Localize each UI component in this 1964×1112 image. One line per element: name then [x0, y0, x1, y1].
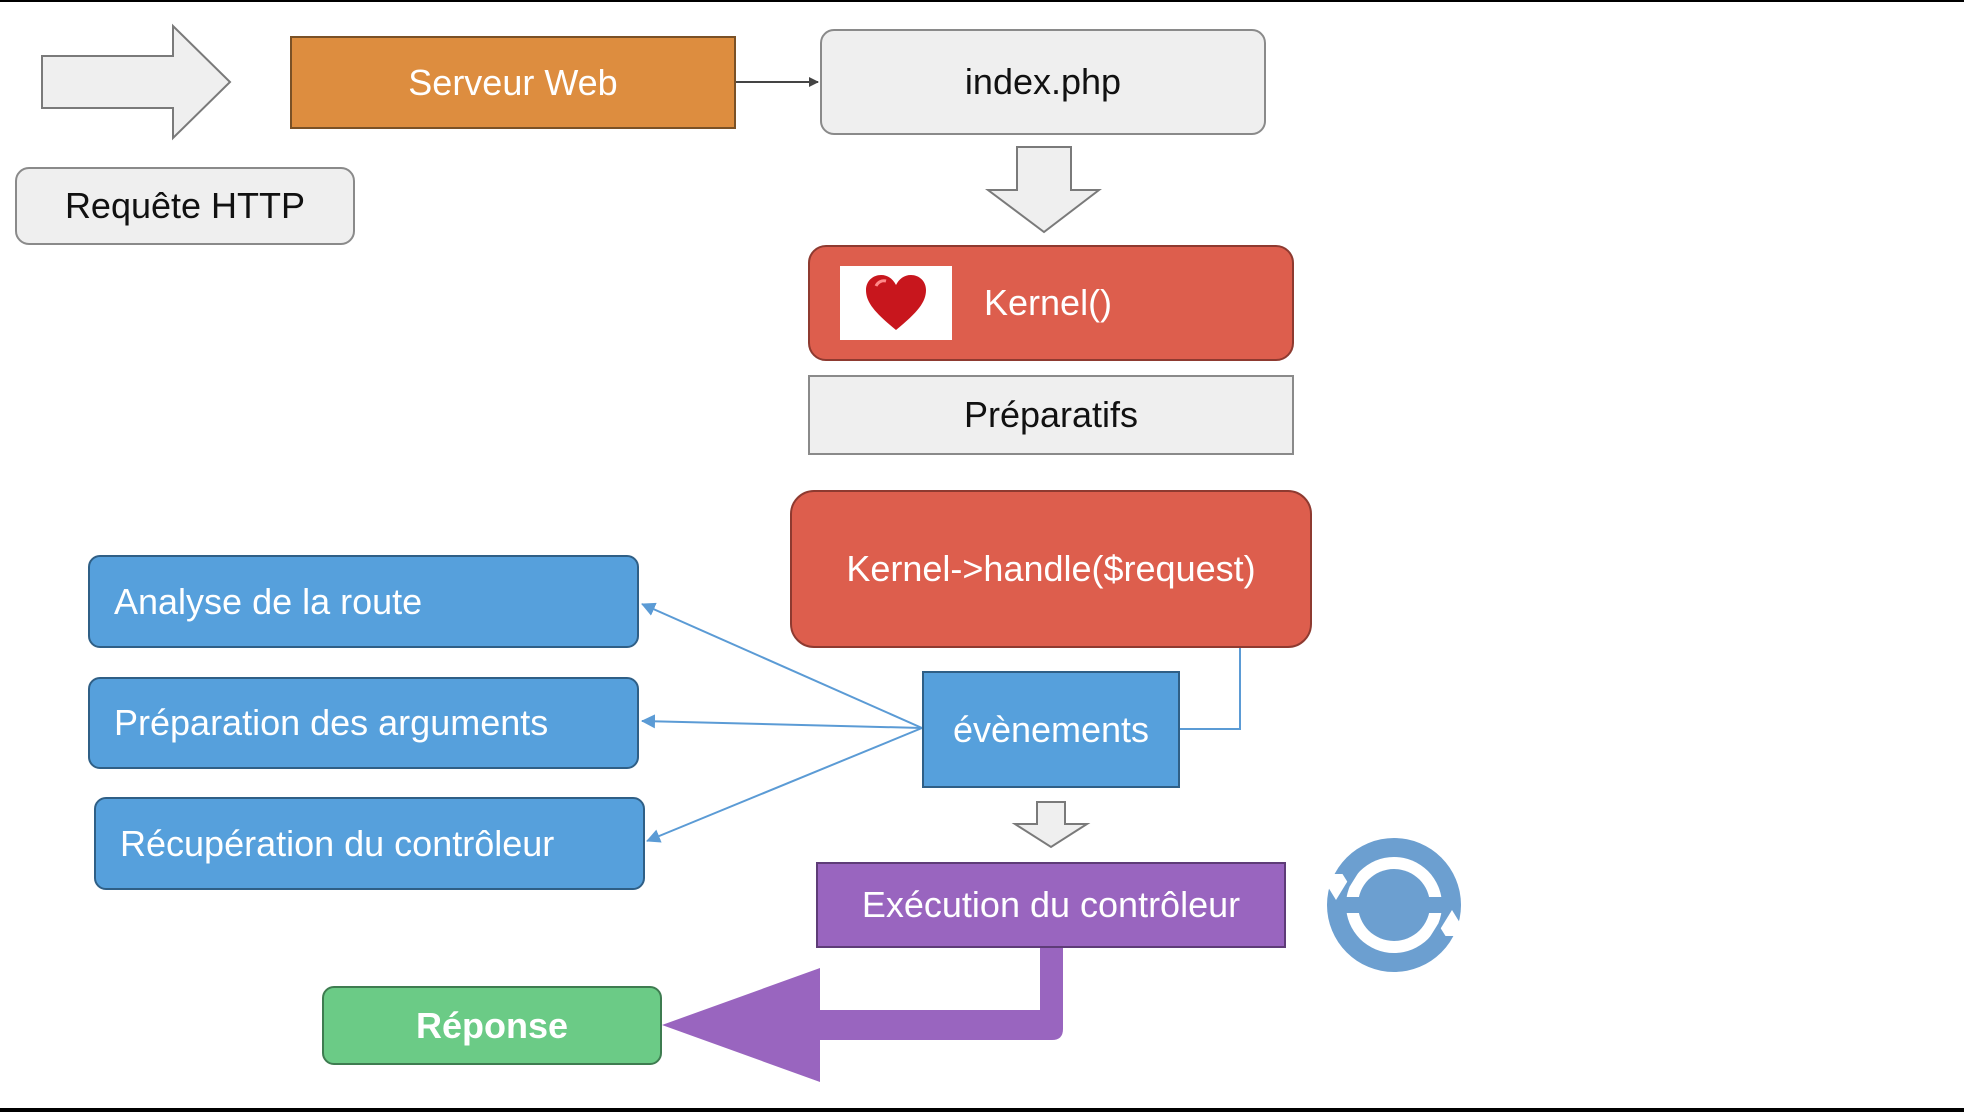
events-to-arguments-arrow — [641, 714, 923, 729]
arguments-preparation-node: Préparation des arguments — [88, 677, 639, 769]
controller-execution-label: Exécution du contrôleur — [861, 884, 1241, 925]
events-to-route-arrow — [641, 602, 923, 729]
events-to-controller-arrow — [646, 727, 923, 843]
controller-execution-node: Exécution du contrôleur — [816, 862, 1286, 948]
down-arrow-icon — [985, 146, 1102, 234]
arguments-preparation-label: Préparation des arguments — [114, 702, 549, 743]
request-arrow-icon — [41, 23, 232, 141]
route-analysis-node: Analyse de la route — [88, 555, 639, 648]
response-node: Réponse — [322, 986, 662, 1065]
index-php-label: index.php — [964, 61, 1122, 102]
heart-icon — [840, 266, 952, 340]
controller-retrieval-label: Récupération du contrôleur — [120, 822, 555, 864]
preparations-label: Préparatifs — [963, 394, 1139, 435]
execution-to-response-arrow — [662, 947, 1063, 1082]
refresh-icon — [1320, 838, 1468, 972]
web-server-label: Serveur Web — [408, 61, 618, 103]
preparations-node: Préparatifs — [808, 375, 1294, 455]
controller-retrieval-node: Récupération du contrôleur — [94, 797, 645, 890]
kernel-node: Kernel() — [808, 245, 1294, 361]
kernel-handle-node: Kernel->handle($request) — [790, 490, 1312, 648]
small-down-arrow-icon — [1011, 801, 1091, 849]
events-label: évènements — [952, 708, 1150, 750]
index-php-node: index.php — [820, 29, 1266, 135]
kernel-handle-label: Kernel->handle($request) — [846, 548, 1256, 589]
kernel-label: Kernel() — [984, 282, 1113, 323]
http-request-label: Requête HTTP — [64, 185, 306, 226]
events-node: évènements — [922, 671, 1180, 788]
response-label: Réponse — [415, 1004, 569, 1046]
http-request-node: Requête HTTP — [15, 167, 355, 245]
web-server-node: Serveur Web — [290, 36, 736, 129]
route-analysis-label: Analyse de la route — [114, 580, 423, 622]
